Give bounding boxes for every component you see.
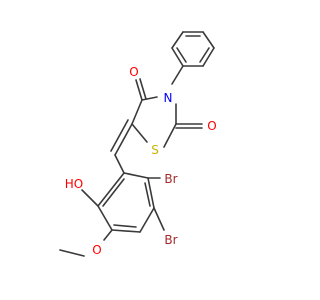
bond <box>114 154 125 174</box>
bond <box>147 177 155 209</box>
oxygen-ketone-label: O <box>129 65 138 79</box>
bond <box>97 172 125 207</box>
bromine-top-label: Br <box>164 172 177 186</box>
bond <box>153 207 165 231</box>
bond <box>171 65 184 85</box>
bromine-bottom-label: Br <box>164 233 177 247</box>
bond <box>131 123 148 143</box>
atom-labels: O N O S HO Br Br O <box>65 65 217 257</box>
bond <box>199 47 210 63</box>
bond <box>103 229 113 241</box>
bond <box>139 78 147 100</box>
bond <box>144 182 151 207</box>
bond <box>135 79 143 101</box>
oxygen-carbonyl-label: O <box>207 119 216 133</box>
bond <box>141 96 158 101</box>
bond <box>202 47 215 67</box>
bond <box>113 224 137 228</box>
bond <box>171 31 184 49</box>
bonds <box>59 31 215 257</box>
molecule-canvas: O N O S HO Br Br O <box>59 31 217 257</box>
oxygen-methoxy-label: O <box>92 243 101 257</box>
sulfur-label: S <box>151 143 159 157</box>
bond <box>163 123 177 148</box>
bond <box>81 189 99 207</box>
bond <box>111 229 141 233</box>
bond <box>59 249 85 257</box>
bond <box>110 119 129 152</box>
bond <box>114 123 133 156</box>
bond <box>176 47 187 63</box>
bond <box>139 207 155 233</box>
bond <box>131 99 143 125</box>
hydroxyl-label: HO <box>65 177 83 191</box>
bond <box>102 178 125 207</box>
molecule-structure: O N O S HO Br Br O <box>59 31 217 257</box>
bond <box>202 31 215 49</box>
bond <box>123 172 149 179</box>
bond <box>97 205 113 231</box>
bond <box>171 47 184 67</box>
nitrogen-label: N <box>164 91 173 105</box>
